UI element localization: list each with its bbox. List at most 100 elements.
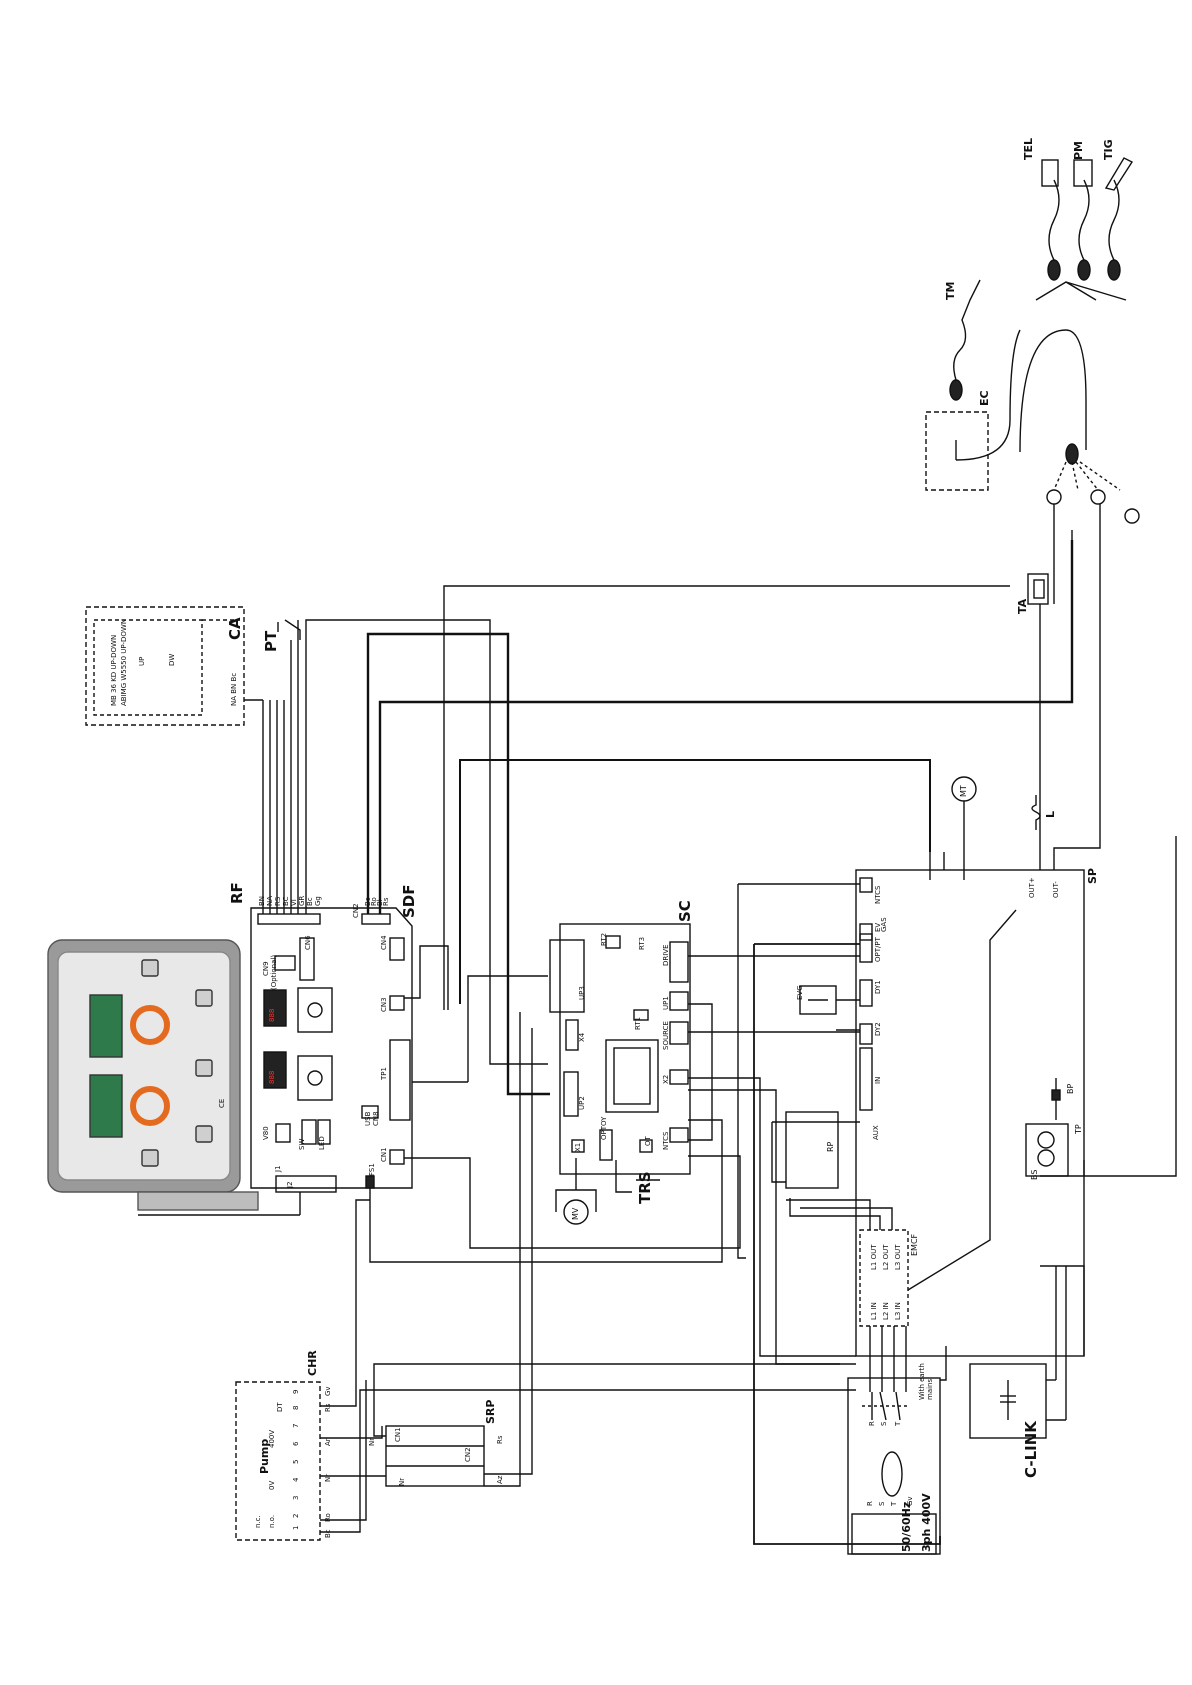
supply-term-r: R bbox=[866, 1501, 874, 1506]
sp-gas-label: GAS bbox=[880, 917, 888, 932]
rf-tp1-label: TP1 bbox=[380, 1067, 388, 1080]
rf-pin-bc: BC bbox=[282, 896, 290, 906]
label-srp: SRP bbox=[484, 1399, 497, 1424]
chr-pin-2: 2 bbox=[292, 1513, 300, 1518]
label-sdf: SDF bbox=[400, 884, 418, 918]
socket-plus bbox=[1046, 489, 1062, 505]
label-sp: SP bbox=[1086, 868, 1099, 884]
label-pm: PM bbox=[1072, 140, 1085, 160]
chr-wire-ro: Ro bbox=[324, 1513, 332, 1522]
sp-in bbox=[859, 1047, 873, 1111]
rf-j2-label: J2 bbox=[286, 1181, 294, 1188]
panel-display-1: 888 bbox=[268, 1008, 276, 1022]
srp-wire-nr-1: Nr bbox=[368, 1437, 376, 1446]
supply-label-box bbox=[851, 1513, 937, 1555]
sc-x4 bbox=[565, 1019, 579, 1051]
cn3-connector bbox=[389, 995, 405, 1011]
supply-term-s: S bbox=[878, 1501, 886, 1506]
c-link-box bbox=[969, 1363, 1047, 1439]
cn4-connector bbox=[389, 937, 405, 961]
sdf-connector bbox=[361, 913, 391, 925]
sdf-pin-rs: Rs bbox=[382, 897, 390, 906]
ta-sensor bbox=[1027, 573, 1049, 605]
rf-pin-vi: VI bbox=[290, 899, 298, 906]
sc-rt3-label: RT3 bbox=[638, 936, 646, 950]
sp-gas bbox=[859, 923, 873, 941]
panel-ce-mark: CE bbox=[218, 1098, 226, 1108]
rp-rectifier bbox=[785, 1111, 839, 1189]
sc-ot-label: OT bbox=[644, 1136, 652, 1146]
sc-chip bbox=[605, 1039, 659, 1113]
rf-pin-bn: BN bbox=[258, 895, 266, 906]
supply-term-t: T bbox=[890, 1501, 898, 1506]
label-bs: BS bbox=[1030, 1169, 1039, 1180]
supply-term-gv: Gv bbox=[906, 1496, 914, 1506]
ca-line-1: MB 36 KD UP-DOWN bbox=[110, 634, 118, 706]
display-2 bbox=[263, 1051, 287, 1089]
rf-led-label: LED bbox=[318, 1136, 326, 1150]
ca-box bbox=[85, 606, 245, 726]
sp-ntcs-label: NTCS bbox=[874, 885, 882, 904]
sc-rt1-label: RT1 bbox=[634, 1016, 642, 1030]
sc-rt2 bbox=[605, 935, 621, 949]
sc-x1 bbox=[571, 1139, 585, 1153]
label-evg: EVG bbox=[796, 985, 804, 1000]
emcf-l3-out: L3 OUT bbox=[894, 1244, 902, 1271]
sp-out-minus-label: OUT- bbox=[1052, 881, 1060, 898]
l-inductor bbox=[1031, 795, 1041, 830]
rf-cn9-sub-label: (Optional) bbox=[270, 954, 278, 990]
emcf-l1-in: L1 IN bbox=[870, 1302, 878, 1320]
supply-line-1: 3ph 400V bbox=[920, 1493, 933, 1552]
panel-ribbon bbox=[137, 1191, 259, 1211]
rf-cn1-label: CN1 bbox=[380, 1147, 388, 1162]
pt-switch bbox=[277, 619, 301, 640]
display-1 bbox=[263, 989, 287, 1027]
sc-ntcs-label: NTCS bbox=[662, 1131, 670, 1150]
rf-cn4-label: CN4 bbox=[380, 935, 388, 950]
tp1-connector bbox=[389, 1039, 411, 1121]
label-c-link: C-LINK bbox=[1022, 1421, 1040, 1478]
srp-cn1-label: CN1 bbox=[394, 1427, 402, 1442]
ec-plug bbox=[949, 379, 963, 401]
sc-x2-label: X2 bbox=[662, 1074, 670, 1084]
chr-pin-9: 9 bbox=[292, 1389, 300, 1394]
chr-pin-5: 5 bbox=[292, 1459, 300, 1464]
supply-line-2: 50/60Hz bbox=[900, 1501, 913, 1552]
sc-up1-label: UP1 bbox=[662, 996, 670, 1010]
label-ec: EC bbox=[978, 390, 991, 406]
chr-wire-rs: Rs bbox=[324, 1403, 332, 1412]
encoder-2 bbox=[297, 1055, 333, 1101]
sw-term-t: T bbox=[894, 1421, 902, 1426]
with-earth-label: With earth bbox=[918, 1363, 926, 1400]
label-rp: RP bbox=[826, 1141, 835, 1152]
chr-pin-8: 8 bbox=[292, 1405, 300, 1410]
sp-dy1 bbox=[859, 979, 873, 1007]
sc-source-label: SOURCE bbox=[662, 1021, 670, 1050]
ca-pins: NA BN Bc bbox=[230, 672, 238, 706]
label-pt: PT bbox=[262, 630, 280, 652]
label-sc: SC bbox=[676, 900, 694, 922]
sc-board bbox=[559, 923, 691, 1175]
usb-connector bbox=[361, 1105, 379, 1119]
chr-pin-3: 3 bbox=[292, 1495, 300, 1500]
emcf-l2-in: L2 IN bbox=[882, 1302, 890, 1320]
mains-ferrite bbox=[881, 1451, 903, 1497]
chr-wire-gv: Gv bbox=[324, 1386, 332, 1396]
sc-ot bbox=[639, 1139, 653, 1153]
pm-symbol bbox=[1073, 159, 1093, 187]
fs1-fuse bbox=[365, 1175, 375, 1189]
sc-up2 bbox=[563, 1071, 579, 1117]
tel-symbol bbox=[1041, 159, 1059, 187]
sp-opt-pt-label: OPT/PT bbox=[874, 937, 882, 962]
sp-out-plus-label: OUT+ bbox=[1028, 877, 1036, 898]
sp-ntcs bbox=[859, 877, 873, 893]
sc-up2-label: UP2 bbox=[578, 1096, 586, 1110]
sc-x2 bbox=[669, 1069, 689, 1085]
chr-nc-label: n.c. bbox=[254, 1515, 262, 1528]
chr-no-label: n.o. bbox=[268, 1514, 276, 1528]
sp-dy1-label: DY1 bbox=[874, 980, 882, 994]
chr-pin-6: 6 bbox=[292, 1441, 300, 1446]
rf-sw-label: SW bbox=[298, 1138, 306, 1150]
chr-wire-bc: Bc bbox=[324, 1529, 332, 1538]
rf-pin-gr: GR bbox=[298, 895, 306, 906]
